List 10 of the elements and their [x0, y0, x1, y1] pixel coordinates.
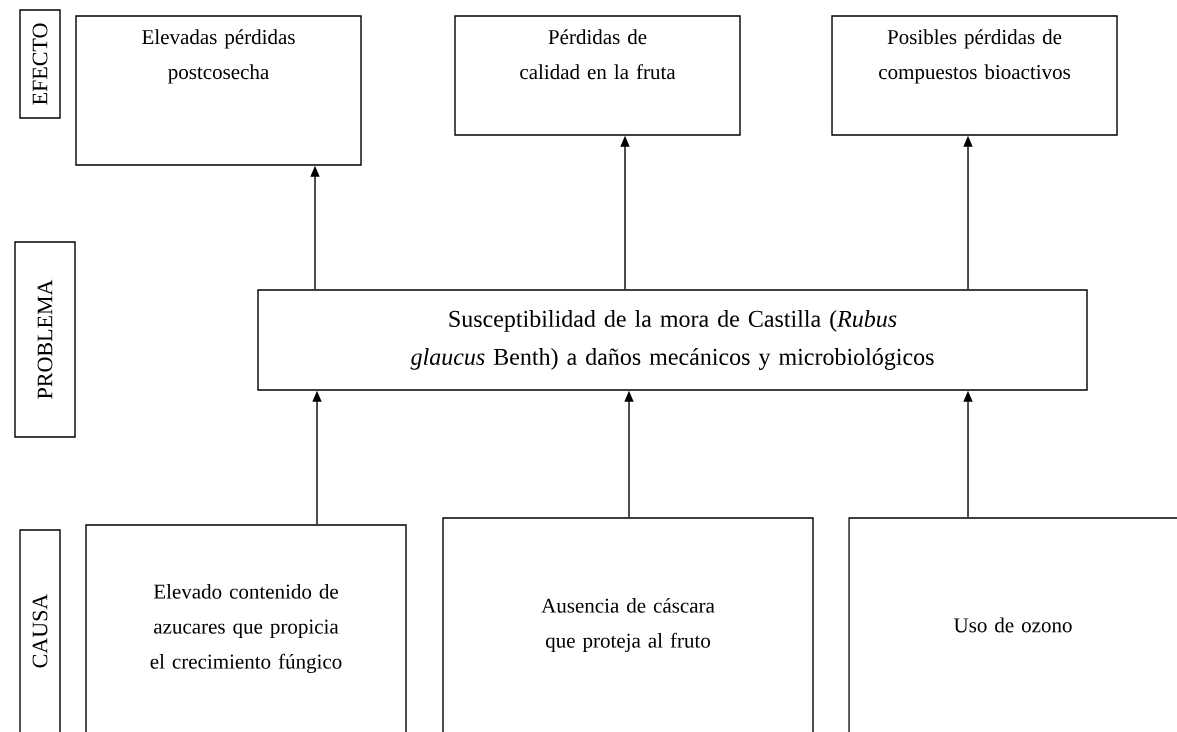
- cause-box: Uso de ozono: [848, 517, 1177, 732]
- effect-box: Elevadas pérdidas postcosecha: [75, 15, 362, 166]
- effect-box: Posibles pérdidas de compuestos bioactivos: [831, 15, 1118, 136]
- problem-box: Susceptibilidad de la mora de Castilla (Rubus glaucus Benth) a daños mecánicos y microbiológicos: [257, 289, 1088, 391]
- cause-box: Elevado contenido de azucares que propicia el crecimiento fúngico: [85, 524, 407, 732]
- row-heading: EFECTO: [19, 9, 61, 119]
- cause-box: Ausencia de cáscara que proteja al fruto: [442, 517, 814, 732]
- row-heading: CAUSA: [19, 529, 61, 732]
- row-heading: PROBLEMA: [14, 241, 76, 438]
- effect-box: Pérdidas de calidad en la fruta: [454, 15, 741, 136]
